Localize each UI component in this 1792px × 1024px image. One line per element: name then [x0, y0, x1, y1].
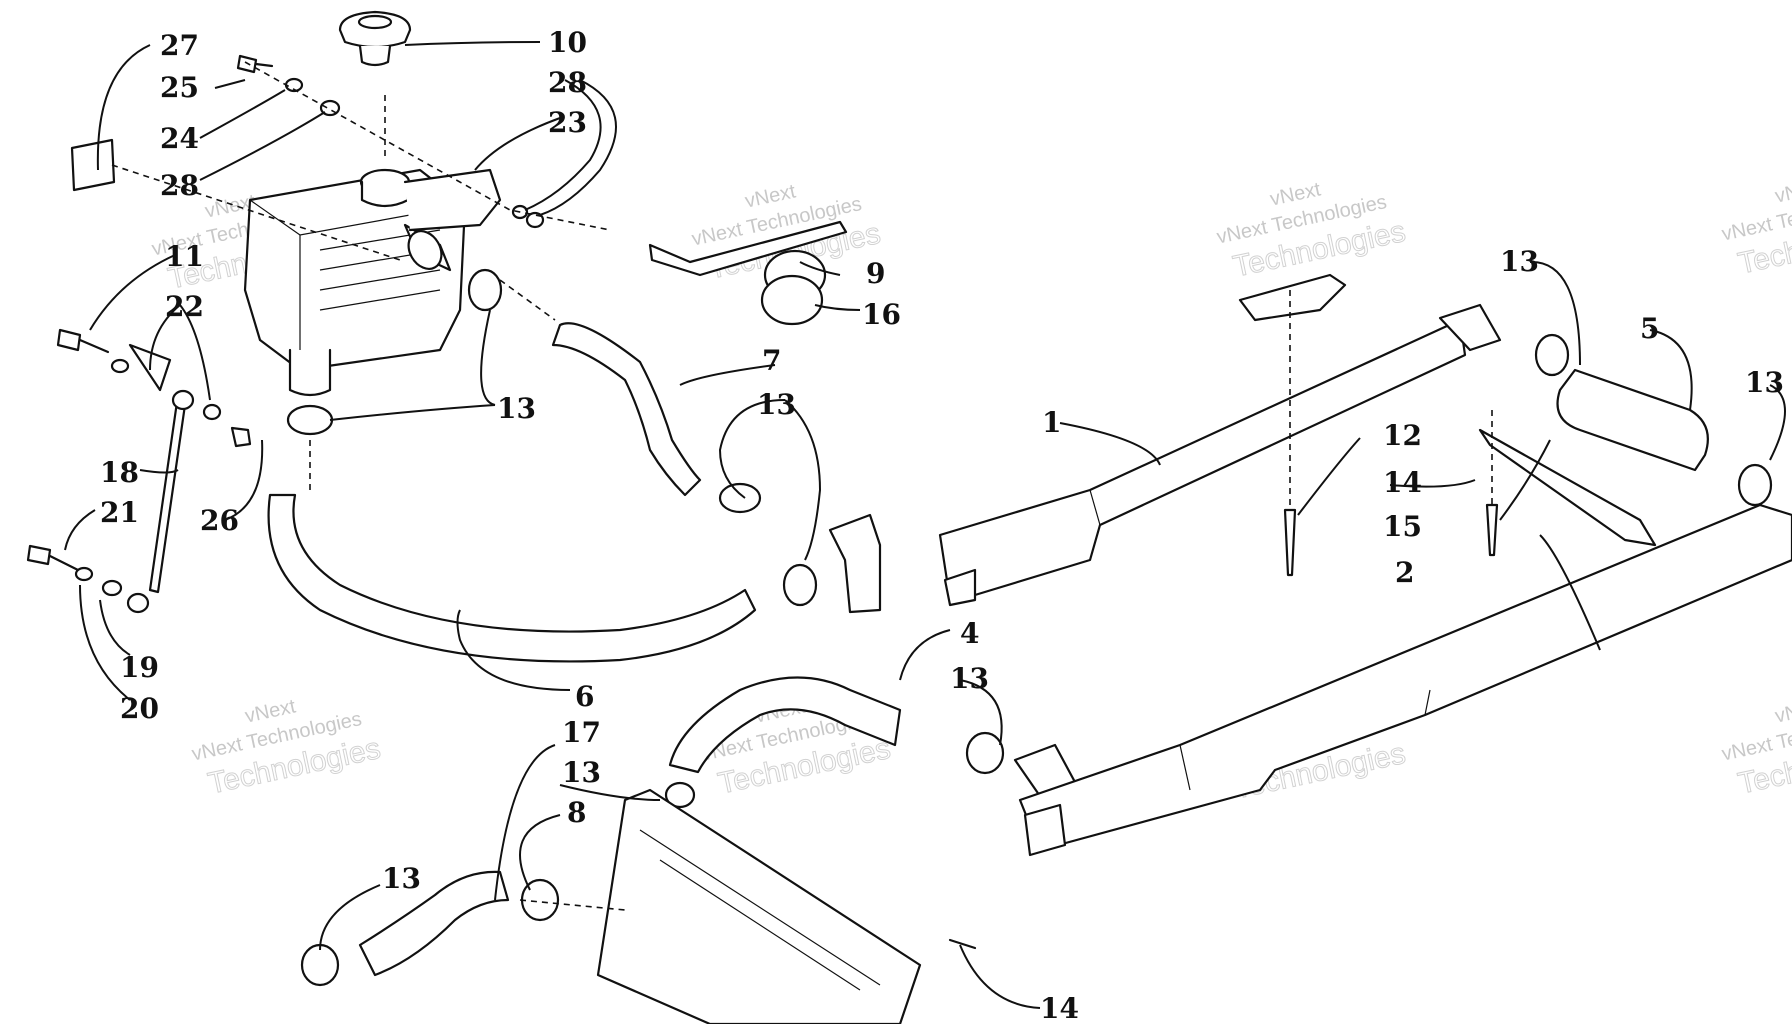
callout-13-tank: 13 — [497, 392, 536, 425]
bracket-12 — [1478, 428, 1657, 547]
rivets — [948, 503, 1499, 950]
watermark-vnext: vNext — [1773, 175, 1792, 207]
callout-24: 24 — [160, 122, 199, 155]
leader-lines — [64, 41, 1786, 1009]
watermark: vNext vNext Technologies Technologies — [190, 695, 384, 801]
watermark: vNext vNext Technologies Technologies — [1720, 695, 1792, 801]
radiator-cap — [338, 10, 412, 67]
callout-23: 23 — [548, 106, 587, 139]
tube-5 — [1556, 368, 1709, 472]
callout-13-far-right: 13 — [1745, 366, 1784, 399]
callout-7: 7 — [762, 344, 781, 377]
callout-10: 10 — [548, 26, 587, 59]
clamps — [286, 249, 1773, 987]
callout-20: 20 — [120, 692, 159, 725]
bracket-rod — [126, 343, 195, 614]
heat-exchanger-1 — [938, 303, 1502, 607]
assembly-lines — [111, 61, 1493, 911]
callout-4: 4 — [960, 617, 979, 650]
callout-15: 15 — [1383, 510, 1422, 543]
callout-9: 9 — [866, 257, 885, 290]
clamp-16 — [760, 274, 824, 326]
callout-28: 28 — [160, 169, 199, 202]
callout-18: 18 — [100, 456, 139, 489]
heat-exchanger-2 — [1018, 503, 1792, 857]
callout-5: 5 — [1640, 312, 1659, 345]
watermark: vNext vNext Technologies Technologies — [1720, 175, 1792, 281]
callout-13-bottom-left: 13 — [382, 862, 421, 895]
hose-6 — [267, 493, 757, 663]
callout-11: 11 — [165, 240, 204, 273]
coolant-tank — [243, 168, 502, 397]
callout-13-hose7: 13 — [757, 388, 796, 421]
callout-19: 19 — [120, 651, 159, 684]
callout-8: 8 — [567, 796, 586, 829]
callout-27: 27 — [160, 29, 199, 62]
callout-13-top-right: 13 — [1500, 245, 1539, 278]
hose-8 — [358, 870, 510, 977]
callout-26: 26 — [200, 504, 239, 537]
callout-12: 12 — [1383, 419, 1422, 452]
callout-21: 21 — [100, 496, 139, 529]
callout-6: 6 — [575, 680, 594, 713]
bolt-hardware — [26, 328, 252, 597]
callout-2: 2 — [1395, 556, 1414, 589]
overflow-tube-9 — [648, 220, 848, 277]
watermark-vnext: vNext — [1773, 695, 1792, 727]
callout-16: 16 — [862, 298, 901, 331]
callout-13-lower: 13 — [562, 756, 601, 789]
hose-7 — [551, 322, 702, 497]
support-plate — [1238, 273, 1347, 322]
callout-14-right: 14 — [1383, 466, 1422, 499]
callout-17: 17 — [562, 716, 601, 749]
callout-labels: 10 27 25 24 28 28 23 9 16 7 13 13 11 22 … — [100, 26, 1784, 1024]
callout-14-bottom: 14 — [1040, 992, 1079, 1024]
hose-4 — [668, 676, 902, 774]
callout-1: 1 — [1042, 406, 1061, 439]
callout-22: 22 — [165, 290, 204, 323]
watermark: vNext vNext Technologies Technologies — [1215, 178, 1409, 284]
callout-25: 25 — [160, 71, 199, 104]
callout-13-hose4: 13 — [950, 662, 989, 695]
callout-28-right: 28 — [548, 66, 587, 99]
decal — [70, 138, 116, 192]
